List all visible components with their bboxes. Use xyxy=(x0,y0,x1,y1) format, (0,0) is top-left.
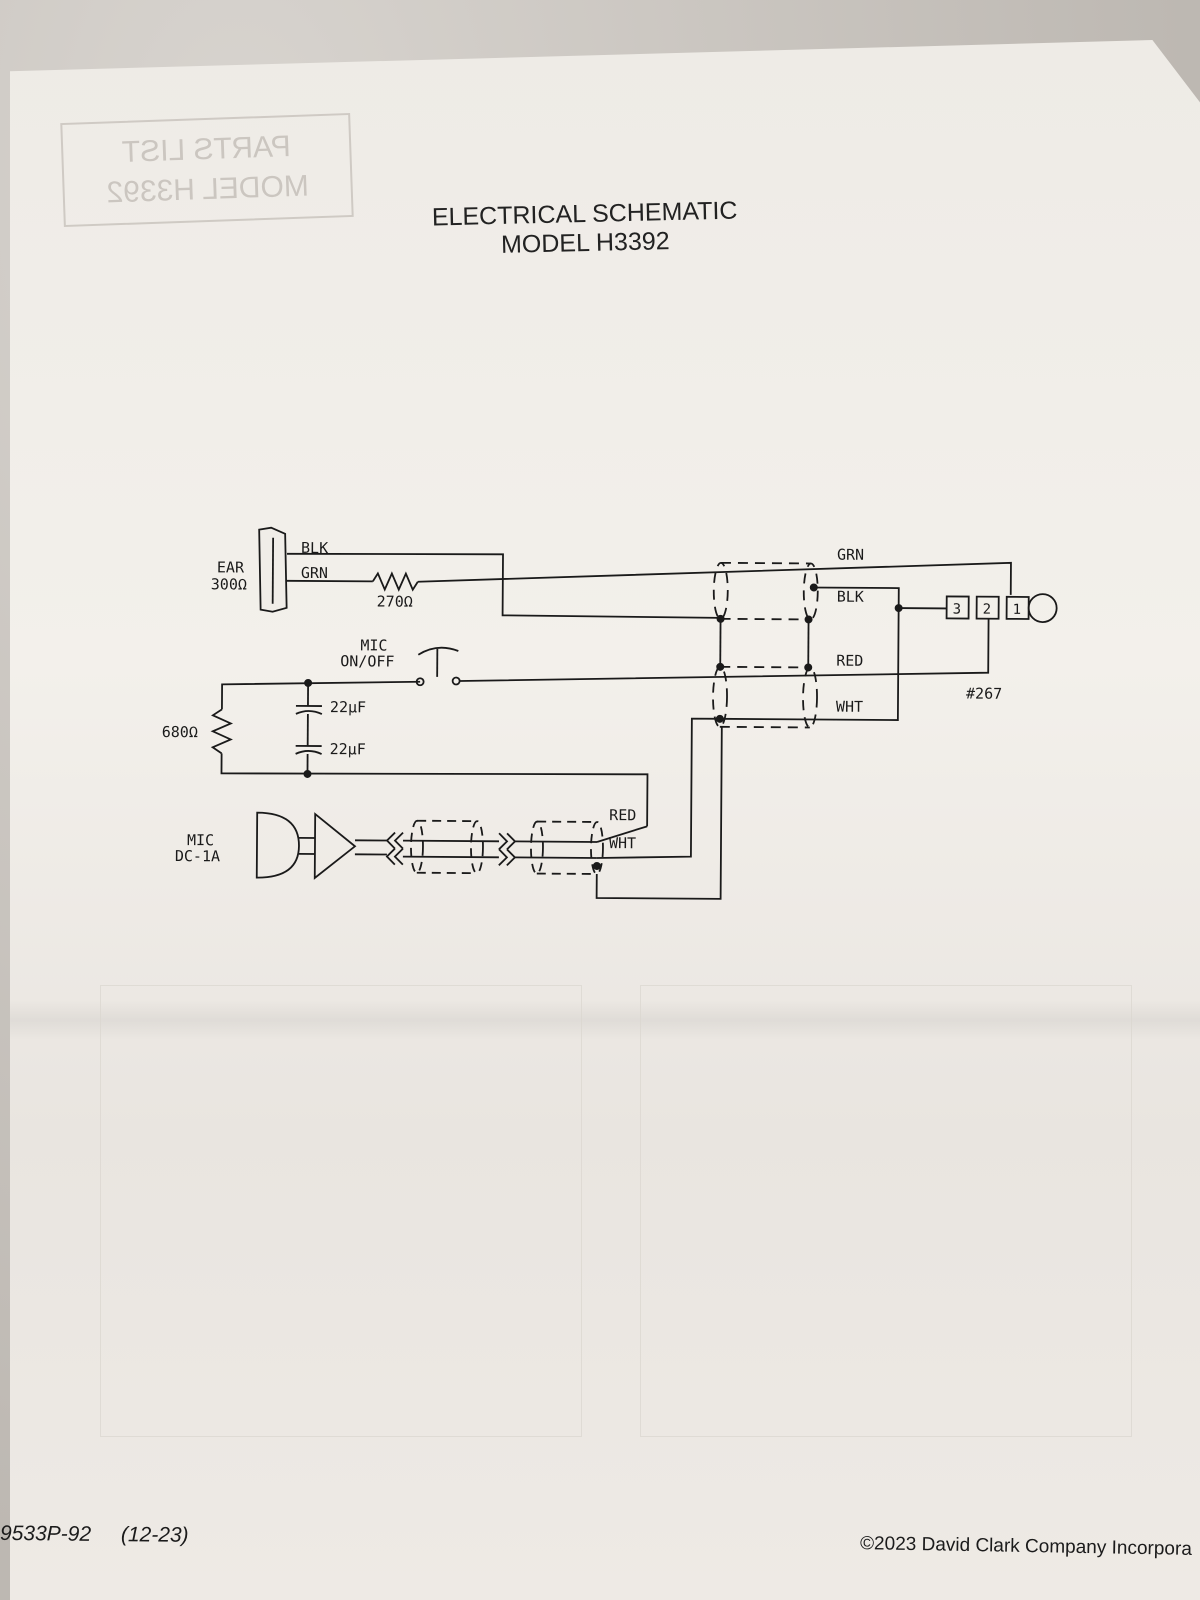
connector-chevrons-left xyxy=(385,831,404,866)
amplifier-icon xyxy=(313,812,357,880)
grn-wire-to-plug xyxy=(417,561,1012,595)
resistor-270-symbol xyxy=(372,571,419,592)
plug-pin-3 xyxy=(945,595,970,620)
pin3-label: 3 xyxy=(953,601,962,617)
red-wire xyxy=(460,618,990,682)
bias-bottom-wire xyxy=(220,753,649,827)
amp-out xyxy=(354,839,388,856)
plug-pin-2 xyxy=(975,595,1000,620)
resistor-270-label: 270Ω xyxy=(377,592,413,610)
footer-date: (12-23) xyxy=(120,1523,189,1547)
mic-shield-wire xyxy=(595,726,723,900)
resistor-680-label: 680Ω xyxy=(162,723,198,741)
junction-dots xyxy=(303,583,903,870)
bias-top-wire xyxy=(221,680,421,710)
plug-number-label: #267 xyxy=(966,685,1002,703)
red-label: RED xyxy=(836,652,863,670)
mic-switch-label-2: ON/OFF xyxy=(340,652,394,670)
ghost-parts-table-right xyxy=(640,985,1132,1437)
cap1-label: 22μF xyxy=(330,698,366,716)
shielded-cable-mic xyxy=(410,819,604,875)
mic-red-wire xyxy=(596,825,648,843)
mic-label: MIC xyxy=(187,831,214,849)
mic-cable-wires xyxy=(402,839,598,859)
cap2-label: 22μF xyxy=(330,740,366,758)
pin1-label: 1 xyxy=(1013,602,1022,618)
connector-chevrons-right xyxy=(498,832,517,866)
ear-grn-wire xyxy=(286,579,373,583)
resistor-680-symbol xyxy=(210,708,234,755)
blk-wire xyxy=(719,586,900,721)
earphone-icon xyxy=(258,526,288,613)
mic-switch-icon xyxy=(415,646,461,687)
ghost-parts-table-left xyxy=(100,985,582,1437)
mic-red-label: RED xyxy=(609,806,636,824)
ear-label: EAR xyxy=(217,558,245,576)
mic-model-label: DC-1A xyxy=(175,847,220,865)
footer-part-number: 9533P-92 xyxy=(0,1521,92,1546)
pin2-label: 2 xyxy=(983,602,992,618)
paper-sheet xyxy=(10,40,1200,1600)
ear-blk-label: BLK xyxy=(301,539,328,557)
mic-switch-label-1: MIC xyxy=(360,636,387,654)
ear-blk-wire xyxy=(287,552,721,619)
shielded-cable-top xyxy=(712,561,819,729)
ear-grn-label: GRN xyxy=(301,564,328,582)
grn-label: GRN xyxy=(837,546,864,564)
footer-left: 9533P-92 (12-23) xyxy=(0,1522,213,1548)
capacitor-1-symbol xyxy=(295,704,323,715)
mic-wht-label: WHT xyxy=(609,834,636,852)
blk-label: BLK xyxy=(837,588,864,606)
microphone-icon xyxy=(255,811,300,879)
mic-to-amp xyxy=(298,837,316,855)
ear-impedance: 300Ω xyxy=(211,575,247,593)
capacitor-2-symbol xyxy=(295,744,322,755)
paper-fold xyxy=(10,1000,1200,1040)
mic-wht-wire xyxy=(596,717,720,859)
plug-tip-icon xyxy=(1027,593,1058,623)
wht-label: WHT xyxy=(836,698,863,716)
